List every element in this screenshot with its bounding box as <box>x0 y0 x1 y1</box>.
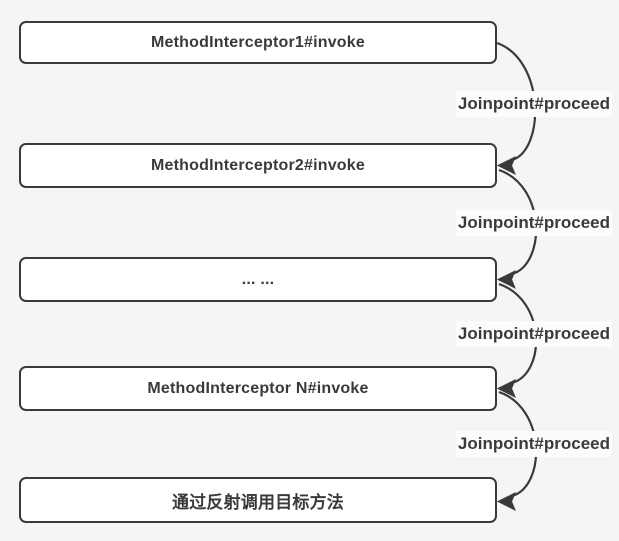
connector-label-3: Joinpoint#proceed <box>455 321 612 347</box>
arrowhead-icon <box>496 378 516 399</box>
diagram-node-method-interceptor-1: MethodInterceptor1#invoke <box>19 21 497 64</box>
diagram-node-method-interceptor-2: MethodInterceptor2#invoke <box>19 143 497 188</box>
node-label: MethodInterceptor1#invoke <box>151 33 365 51</box>
diagram-node-reflective-target-call: 通过反射调用目标方法 <box>19 477 497 523</box>
node-label: ... ... <box>241 270 275 288</box>
connector-label-2: Joinpoint#proceed <box>455 210 612 236</box>
node-label: 通过反射调用目标方法 <box>172 492 344 512</box>
arrowhead-icon <box>496 491 516 512</box>
connector-label-4: Joinpoint#proceed <box>455 431 612 457</box>
arrowhead-icon <box>496 269 516 290</box>
node-label: MethodInterceptor2#invoke <box>151 156 365 174</box>
connector-label-1: Joinpoint#proceed <box>455 91 612 117</box>
node-label: MethodInterceptor N#invoke <box>147 379 369 397</box>
arrowhead-icon <box>496 155 516 176</box>
diagram-node-method-interceptor-n: MethodInterceptor N#invoke <box>19 366 497 411</box>
diagram-node-ellipsis: ... ... <box>19 257 497 302</box>
